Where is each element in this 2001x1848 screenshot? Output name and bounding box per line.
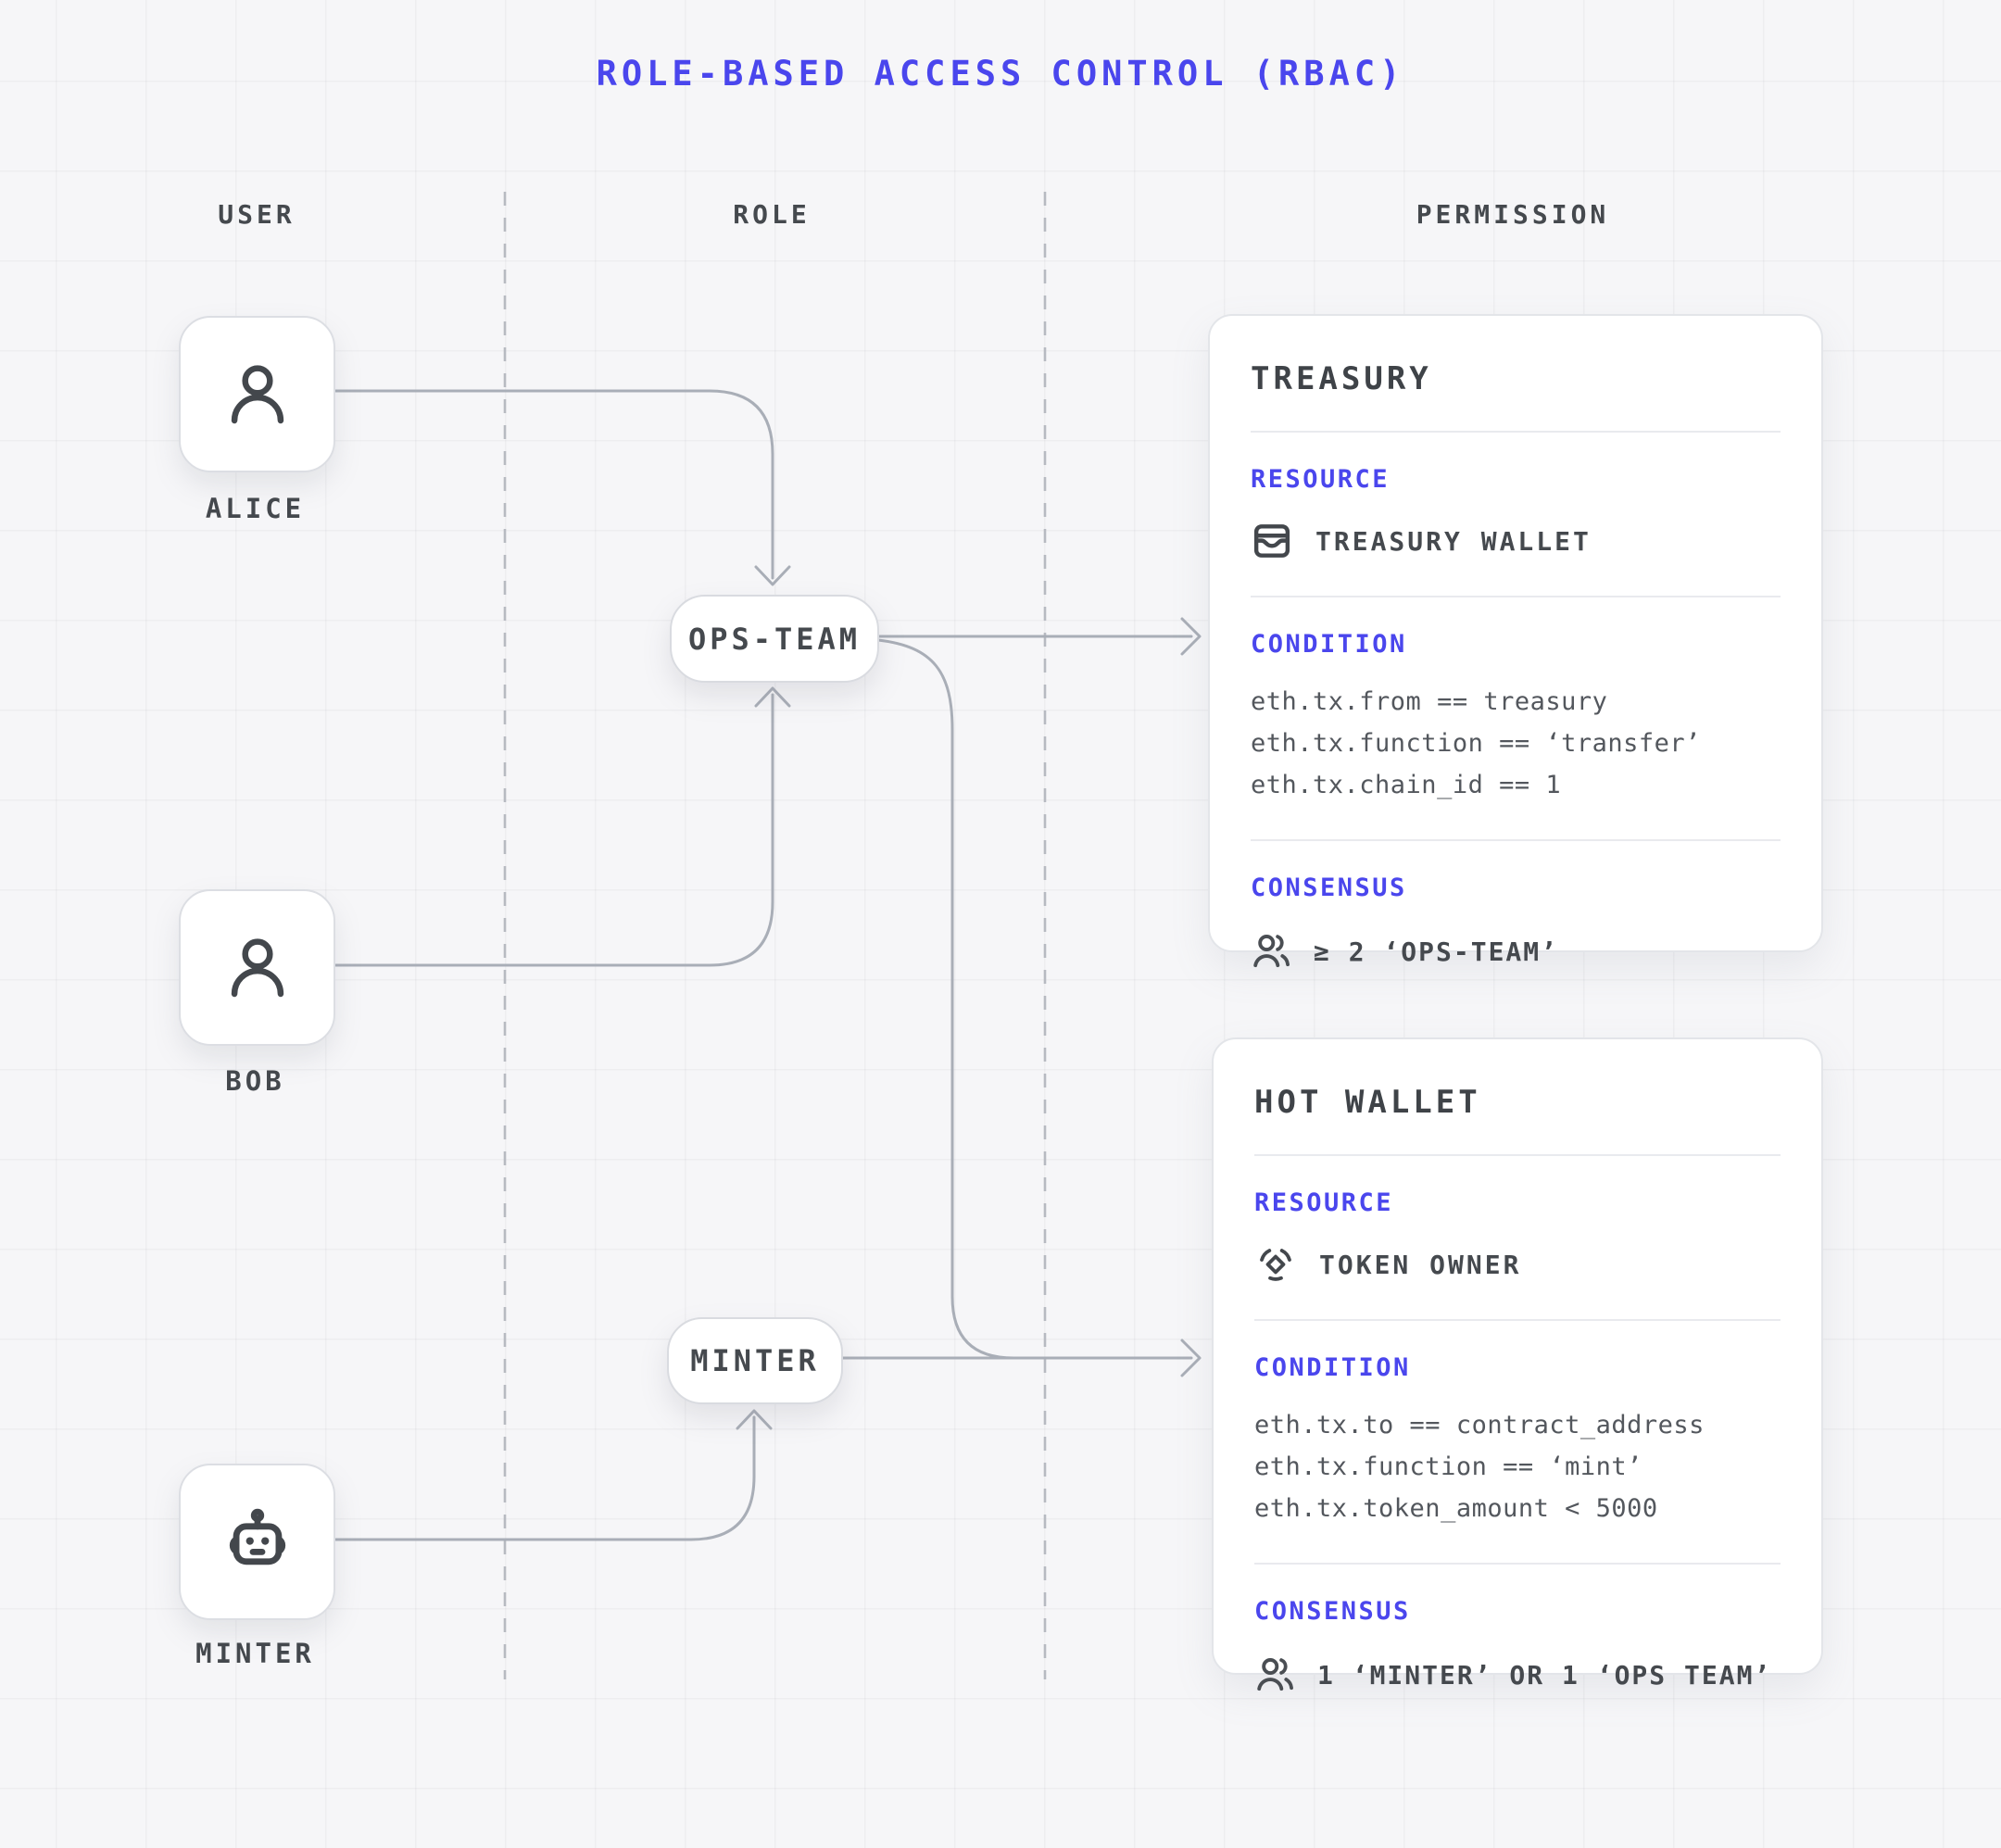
user-label-alice: ALICE (205, 493, 306, 524)
resource-row: TREASURY WALLET (1251, 520, 1781, 562)
permission-card-treasury: TREASURY RESOURCE TREASURY WALLET CONDIT… (1208, 314, 1823, 968)
role-label: OPS-TEAM (687, 621, 862, 657)
token-icon (1260, 1249, 1291, 1281)
consensus-text: 1 ‘MINTER’ OR 1 ‘OPS TEAM’ (1317, 1659, 1772, 1691)
user-icon (231, 364, 283, 423)
user-label-minter: MINTER (195, 1638, 315, 1669)
arrowhead-up-icon (754, 686, 791, 708)
role-node-minter: MINTER (667, 1317, 843, 1404)
consensus-text: ≥ 2 ‘OPS-TEAM’ (1314, 936, 1559, 967)
role-node-ops-team: OPS-TEAM (670, 595, 879, 683)
resource-row: TOKEN OWNER (1254, 1243, 1781, 1286)
consensus-row: 1 ‘MINTER’ OR 1 ‘OPS TEAM’ (1254, 1653, 1781, 1696)
condition-line: eth.tx.to == contract_address (1254, 1411, 1705, 1439)
user-card-bob (179, 889, 335, 1046)
condition-line: eth.tx.chain_id == 1 (1251, 771, 1562, 799)
permission-title: HOT WALLET (1254, 1084, 1481, 1121)
resource-name: TREASURY WALLET (1315, 525, 1592, 557)
condition-line: eth.tx.token_amount < 5000 (1254, 1494, 1658, 1523)
condition-section-label: CONDITION (1251, 630, 1407, 659)
arrowhead-up-icon (736, 1409, 773, 1430)
divider (1254, 1563, 1781, 1565)
condition-lines: eth.tx.from == treasury eth.tx.function … (1251, 681, 1781, 806)
users-icon (1253, 934, 1290, 968)
resource-section-label: RESOURCE (1254, 1188, 1394, 1217)
bot-icon (229, 1508, 285, 1565)
arrowhead-down-icon (754, 565, 791, 586)
users-icon (1257, 1657, 1293, 1691)
user-card-minter (179, 1464, 335, 1620)
role-label: MINTER (690, 1343, 820, 1378)
permission-card-hot-wallet: HOT WALLET RESOURCE TOKEN OWNER CONDITIO… (1212, 1037, 1823, 1691)
divider (1251, 839, 1781, 841)
diagram-title: ROLE-BASED ACCESS CONTROL (RBAC) (596, 54, 1405, 94)
edge-opsteam-hotwallet (876, 638, 1026, 1360)
consensus-section-label: CONSENSUS (1254, 1597, 1411, 1626)
column-header-permission: PERMISSION (1416, 199, 1610, 230)
user-label-bob: BOB (225, 1065, 285, 1097)
condition-line: eth.tx.function == ‘transfer’ (1251, 729, 1701, 758)
consensus-row: ≥ 2 ‘OPS-TEAM’ (1251, 930, 1781, 973)
wallet-cards-icon (1253, 524, 1290, 558)
edge-minteruser-minterrole (334, 1415, 756, 1541)
condition-line: eth.tx.function == ‘mint’ (1254, 1452, 1642, 1481)
resource-section-label: RESOURCE (1251, 465, 1391, 494)
divider (1251, 431, 1781, 433)
divider (1251, 596, 1781, 597)
user-card-alice (179, 316, 335, 472)
condition-line: eth.tx.from == treasury (1251, 687, 1608, 716)
user-icon (231, 937, 283, 997)
permission-title: TREASURY (1251, 360, 1432, 397)
condition-lines: eth.tx.to == contract_address eth.tx.fun… (1254, 1404, 1781, 1529)
column-header-role: ROLE (733, 199, 811, 230)
divider (1254, 1319, 1781, 1321)
arrowhead-right-icon (1180, 617, 1202, 656)
resource-name: TOKEN OWNER (1319, 1249, 1522, 1280)
edge-bob-opsteam (334, 693, 774, 967)
edge-alice-opsteam (334, 389, 774, 580)
consensus-section-label: CONSENSUS (1251, 874, 1407, 902)
condition-section-label: CONDITION (1254, 1353, 1411, 1382)
divider (1254, 1154, 1781, 1156)
arrowhead-right-icon (1180, 1339, 1202, 1377)
column-header-user: USER (218, 199, 296, 230)
